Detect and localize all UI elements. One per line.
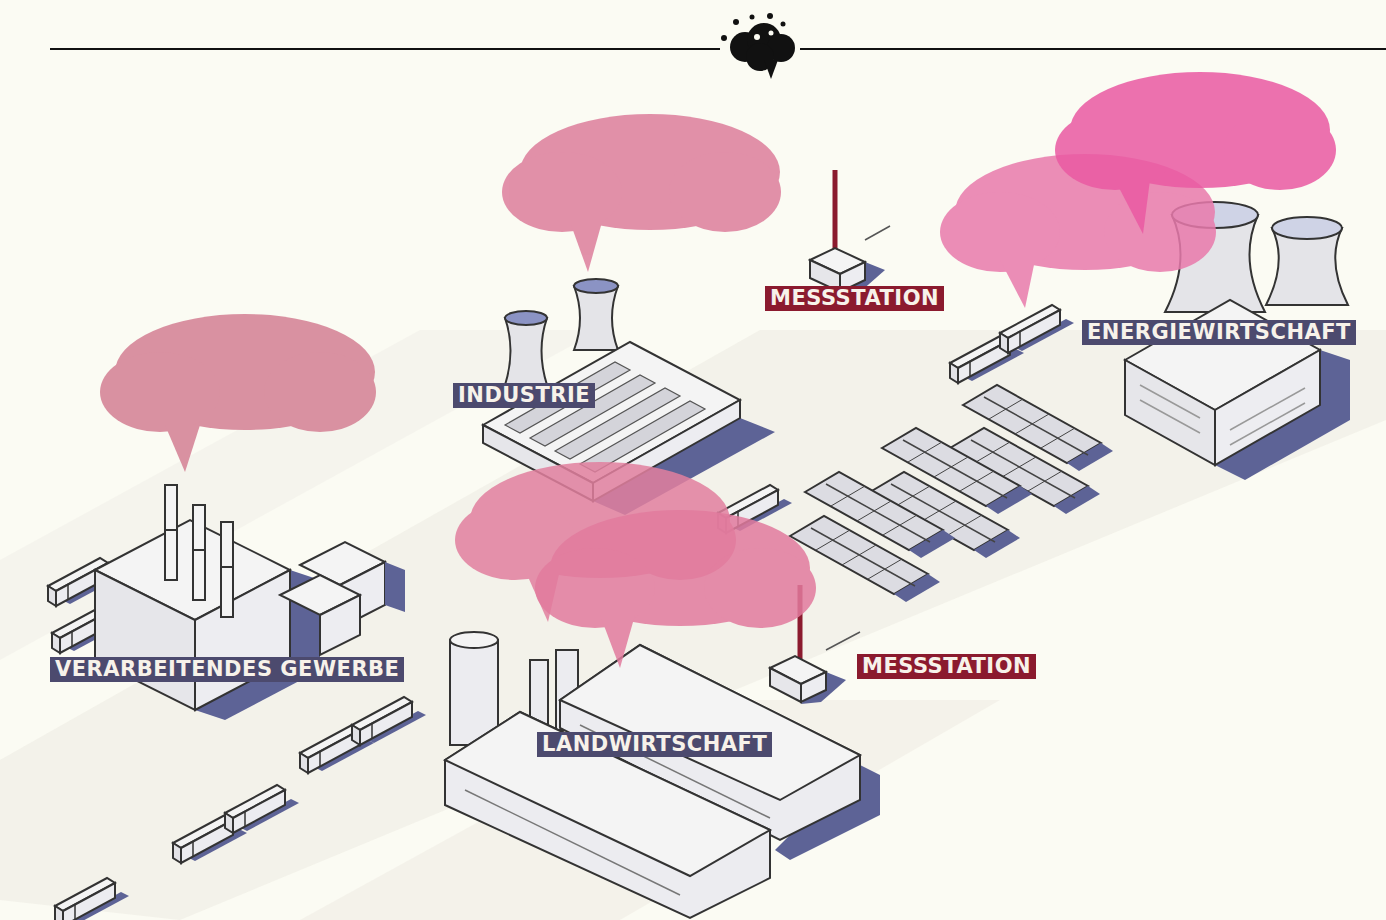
label-text: INDUSTRIE: [458, 383, 590, 408]
label-text: VERARBEITENDES GEWERBE: [55, 657, 399, 682]
label-text: ENERGIEWIRTSCHAFT: [1087, 320, 1351, 345]
label-text: MESSSTATION: [770, 286, 939, 311]
category-label: ENERGIEWIRTSCHAFT: [1082, 320, 1356, 345]
category-label: VERARBEITENDES GEWERBE: [50, 657, 404, 682]
category-label: MESSSTATION: [857, 654, 1036, 679]
label-text: MESSSTATION: [862, 654, 1031, 679]
category-label: MESSSTATION: [765, 286, 944, 311]
category-label: LANDWIRTSCHAFT: [537, 732, 772, 757]
label-text: LANDWIRTSCHAFT: [542, 732, 767, 757]
category-label: INDUSTRIE: [453, 383, 595, 408]
